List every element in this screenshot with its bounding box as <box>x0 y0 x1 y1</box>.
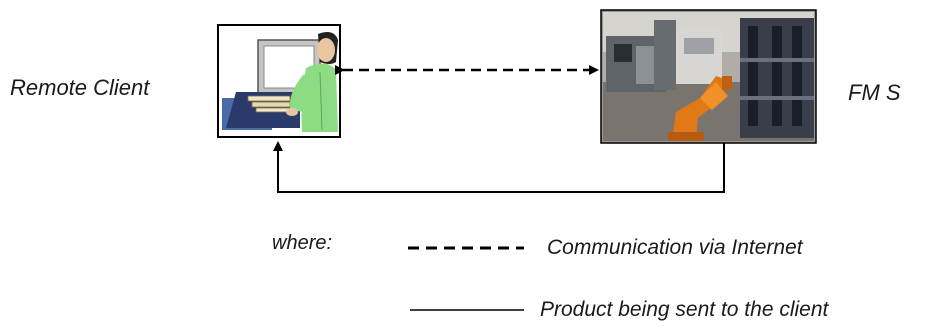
factory-photo-icon <box>600 9 817 144</box>
person-at-computer-icon <box>217 24 341 138</box>
fms-label: FM S <box>848 80 901 105</box>
legend-dashed-text: Communication via Internet <box>547 236 803 259</box>
legend-solid-text: Product being sent to the client <box>540 298 829 321</box>
product-delivery-line <box>273 141 725 193</box>
remote-client-label: Remote Client <box>10 75 150 100</box>
legend-title: where: <box>272 232 333 254</box>
